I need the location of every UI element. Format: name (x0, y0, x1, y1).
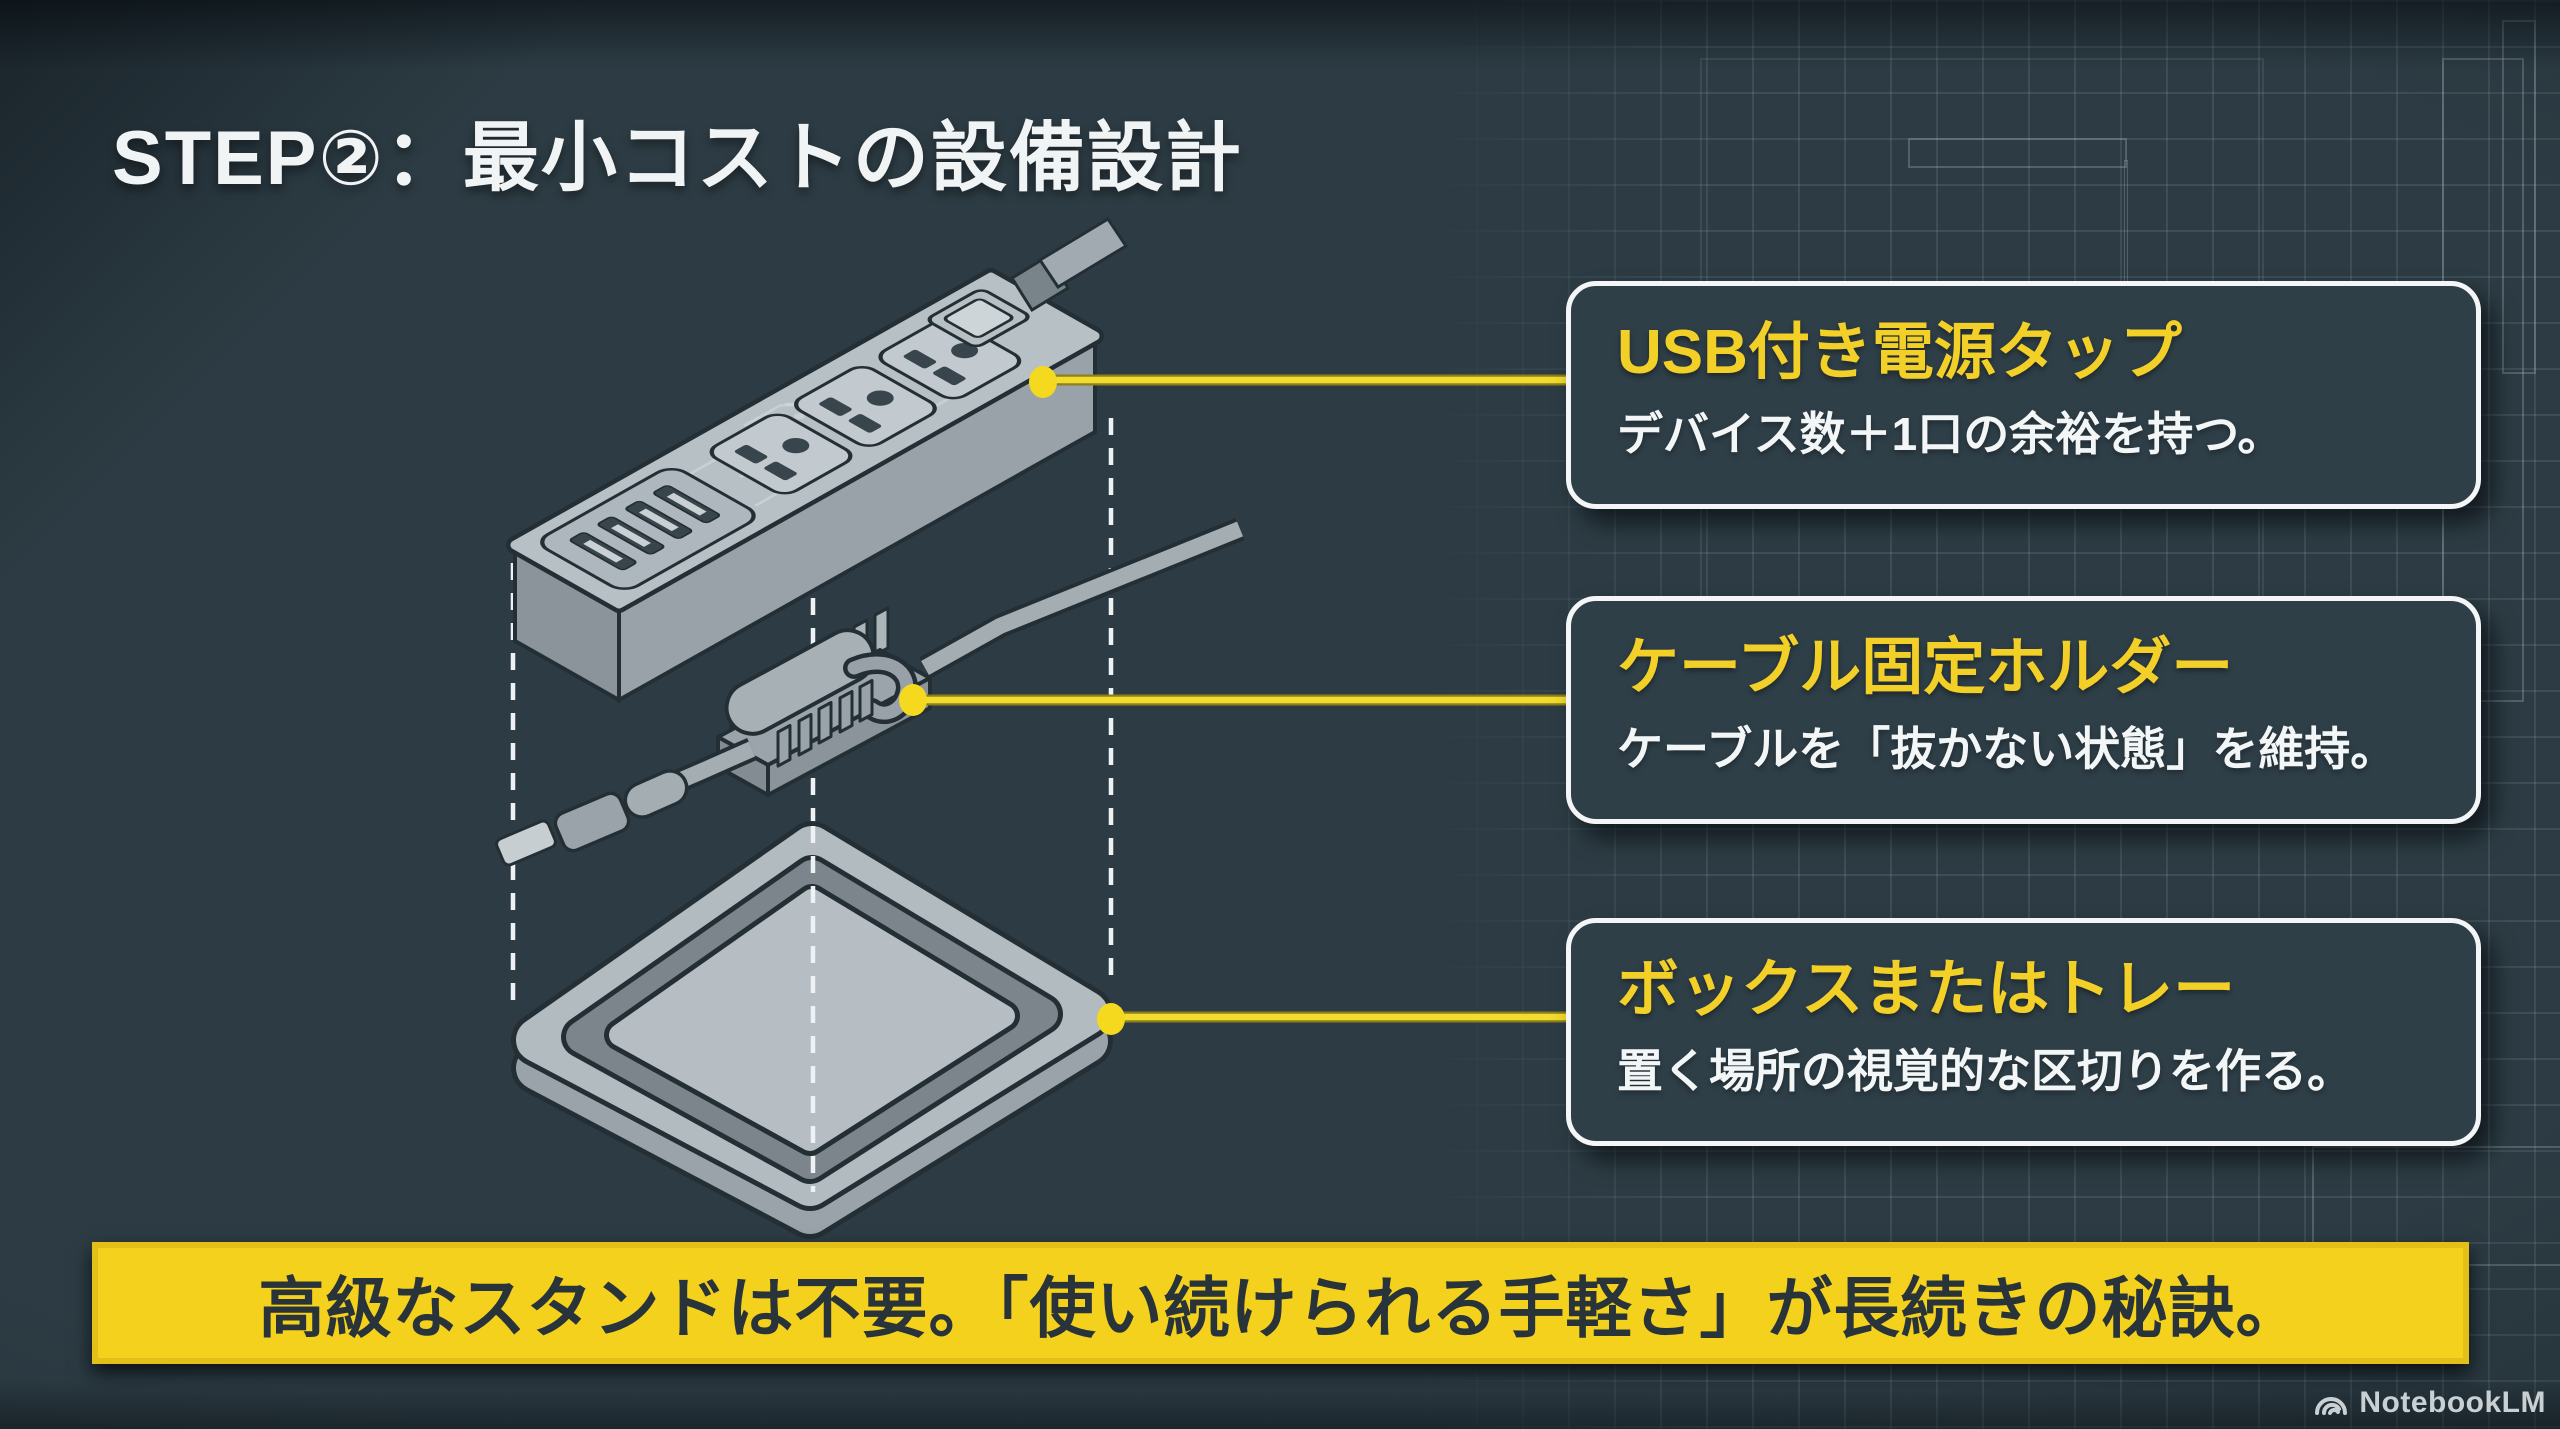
page-title: STEP②：最小コストの設備設計 (112, 116, 1243, 201)
banner-text: 高級なスタンドは不要。「使い続けられる手軽さ」が長続きの秘訣。 (258, 1271, 2303, 1345)
usb-c-plug (495, 769, 689, 867)
callout-title: ケーブル固定ホルダー (1617, 633, 2234, 702)
callout-description: 置く場所の視覚的な区切りを作る。 (1617, 1045, 2353, 1097)
callout-title: ボックスまたはトレー (1617, 955, 2236, 1024)
key-message-banner: 高級なスタンドは不要。「使い続けられる手軽さ」が長続きの秘訣。 (92, 1242, 2469, 1364)
callout-title: USB付き電源タップ (1617, 318, 2182, 387)
power-strip-icon (506, 216, 1129, 704)
callout-dot-2 (899, 684, 927, 716)
power-cord (1009, 216, 1129, 313)
callout-description: ケーブルを「抜かない状態」を維持。 (1617, 723, 2397, 775)
callout-dot-3 (1097, 1003, 1125, 1035)
watermark-text: NotebookLM (2359, 1386, 2546, 1419)
callout-tray: ボックスまたはトレー 置く場所の視覚的な区切りを作る。 (1566, 918, 2481, 1146)
callout-dot-1 (1029, 366, 1057, 398)
callout-description: デバイス数＋1口の余裕を持つ。 (1617, 408, 2284, 460)
notebooklm-logo-icon (2315, 1397, 2348, 1415)
watermark: NotebookLM (2312, 1386, 2546, 1420)
callout-power-strip: USB付き電源タップ デバイス数＋1口の余裕を持つ。 (1566, 281, 2481, 509)
callout-cable-holder: ケーブル固定ホルダー ケーブルを「抜かない状態」を維持。 (1566, 596, 2481, 824)
